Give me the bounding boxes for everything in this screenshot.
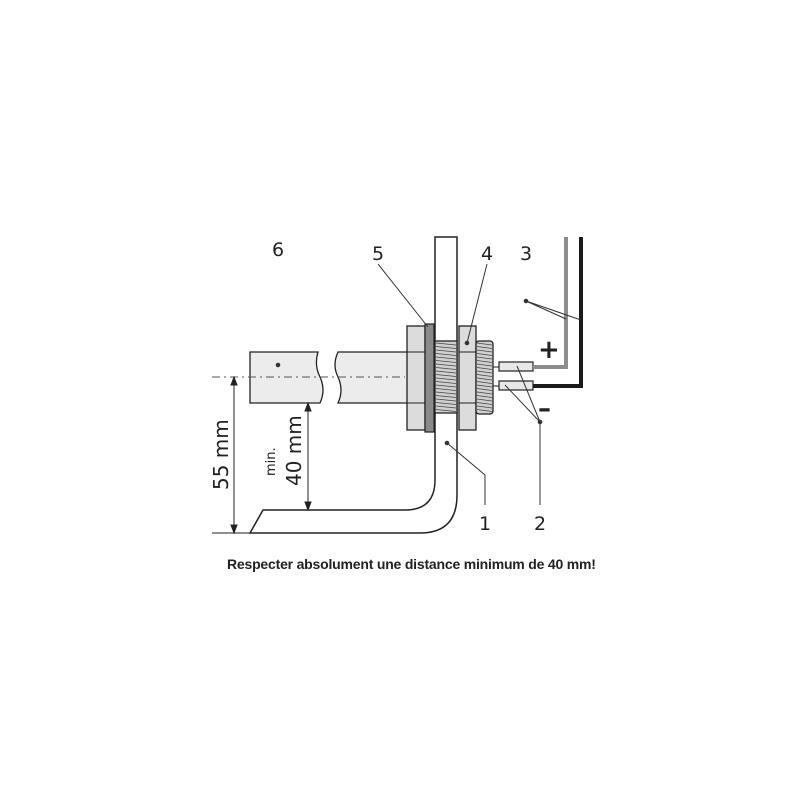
- connector-minus: [498, 380, 534, 391]
- thread-line: [435, 377, 457, 381]
- thread-line: [476, 398, 493, 402]
- thread-line: [435, 374, 457, 377]
- thread-line: [476, 363, 493, 367]
- thread-line: [476, 342, 493, 346]
- connector-plus: [498, 361, 534, 372]
- thread-line: [476, 409, 493, 412]
- washer: [424, 323, 435, 433]
- thread-line: [476, 360, 493, 363]
- thread-line: [435, 405, 457, 409]
- thread-line: [435, 367, 457, 370]
- thread-line: [476, 377, 493, 381]
- plus-sign: +: [538, 335, 560, 365]
- left-nut: [406, 325, 426, 431]
- label-5: 5: [372, 243, 384, 265]
- thread-line: [476, 370, 493, 374]
- thread-line: [476, 349, 493, 353]
- thread-line: [476, 356, 493, 360]
- thread-line: [476, 405, 493, 409]
- thread-line: [435, 356, 457, 360]
- thread-lines: [435, 342, 457, 412]
- dimension-40mm: 40 mm: [282, 415, 306, 486]
- thread-line: [435, 409, 457, 412]
- thread-line: [435, 402, 457, 405]
- thread-line: [435, 384, 457, 388]
- thread-lines: [476, 342, 493, 412]
- sensor-rod-right: [334, 351, 411, 404]
- thread-line: [435, 349, 457, 353]
- thread-line: [435, 360, 457, 363]
- wire-black: [533, 237, 583, 388]
- thread-line: [435, 370, 457, 374]
- wire-grey: [533, 237, 568, 369]
- label-4: 4: [481, 243, 493, 265]
- thread-line: [476, 388, 493, 391]
- thread-line: [476, 346, 493, 349]
- dimension-55mm: 55 mm: [209, 419, 233, 490]
- thread-line: [435, 395, 457, 398]
- minus-sign: –: [538, 394, 551, 424]
- caption: Respecter absolument une distance minimu…: [227, 556, 596, 572]
- label-3: 3: [520, 243, 532, 265]
- label-6: 6: [272, 239, 284, 261]
- dimension-lines: [212, 375, 312, 535]
- label-1: 1: [479, 513, 491, 535]
- thread-line: [476, 391, 493, 395]
- thread-line: [476, 374, 493, 377]
- thread-line: [435, 346, 457, 349]
- dimension-min-label: min.: [264, 447, 279, 476]
- thread-line: [476, 353, 493, 356]
- thread-line: [435, 353, 457, 356]
- thread-line: [435, 342, 457, 346]
- thread-line: [476, 395, 493, 398]
- leader-lines: [275, 263, 582, 505]
- thread-line: [435, 391, 457, 395]
- thread-line: [476, 384, 493, 388]
- label-2: 2: [534, 513, 546, 535]
- thread-line: [476, 381, 493, 384]
- thread-line: [435, 363, 457, 367]
- thread-line: [435, 388, 457, 391]
- thread-line: [435, 381, 457, 384]
- thread-line: [435, 398, 457, 402]
- thread-line: [476, 367, 493, 370]
- pipe-wall: [248, 236, 458, 534]
- thread-body: [434, 340, 458, 414]
- thread-line: [476, 402, 493, 405]
